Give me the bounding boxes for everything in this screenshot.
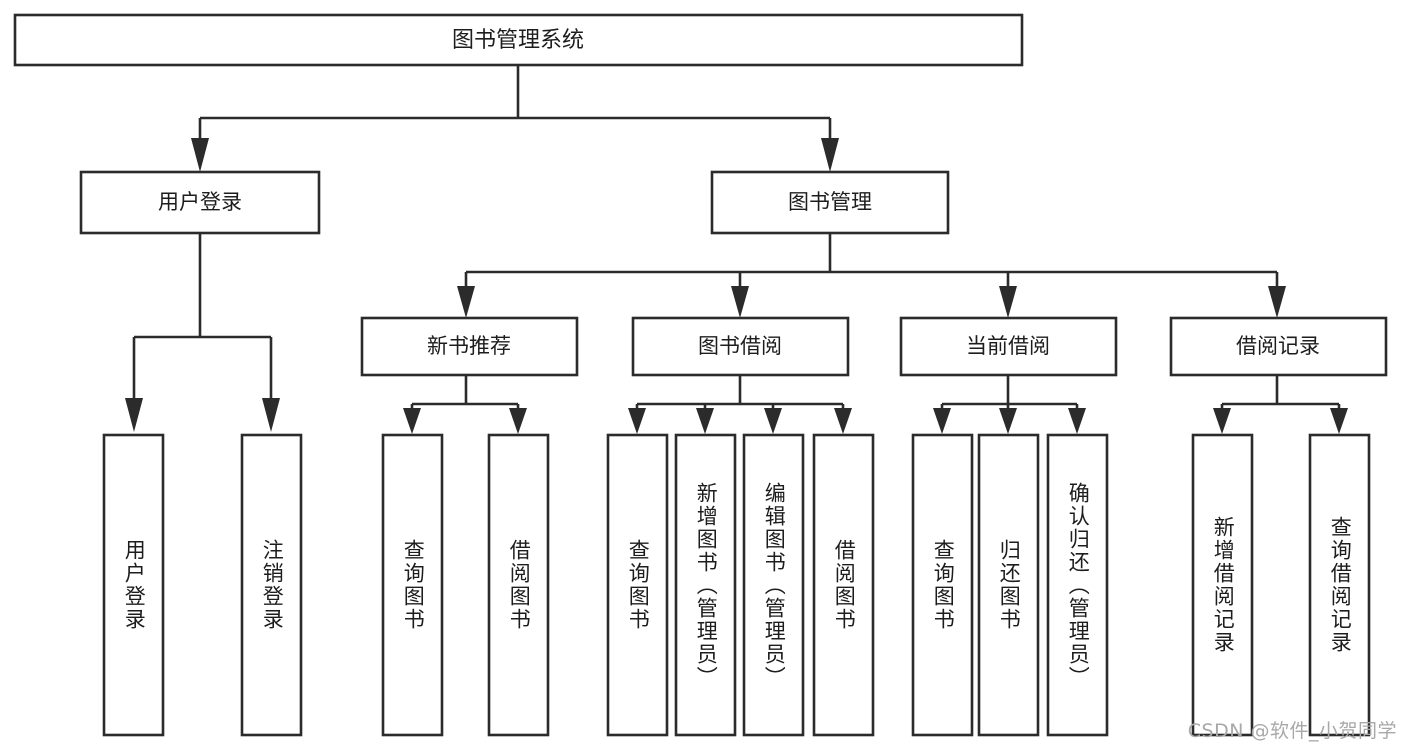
node-root-book-management-system[interactable]	[13, 13, 1024, 67]
node-leaf-bb-add-book-admin[interactable]	[674, 433, 737, 737]
arrow-head-bb-leaf-1	[628, 408, 646, 434]
arrow-head-book-borrow	[731, 286, 749, 318]
node-book-management[interactable]	[710, 170, 950, 235]
arrow-head-borrow-record	[1268, 286, 1286, 318]
node-leaf-nbr-query-book[interactable]	[381, 433, 444, 737]
arrow-head-leaf-user-login	[125, 398, 143, 432]
node-user-login-label: 用户登录	[158, 190, 242, 214]
node-book-borrow-label: 图书借阅	[698, 334, 782, 358]
node-current-borrow-label: 当前借阅	[966, 334, 1050, 358]
node-leaf-cb-query-book[interactable]	[911, 433, 974, 737]
arrow-head-bb-leaf-4	[834, 408, 852, 434]
connector-group-borrow-record	[1213, 375, 1348, 434]
arrow-head-cb-leaf-3	[1068, 408, 1086, 434]
node-current-borrow[interactable]	[899, 316, 1118, 377]
arrow-head-user-login	[191, 138, 209, 172]
node-leaf-user-login[interactable]	[102, 433, 165, 737]
connector-group-user-login	[125, 233, 280, 432]
csdn-watermark: CSDN @软件_小贺同学	[1187, 720, 1397, 742]
node-leaf-cb-confirm-return-admin[interactable]	[1046, 433, 1109, 737]
node-borrow-record[interactable]	[1169, 316, 1388, 377]
node-book-management-label: 图书管理	[788, 190, 872, 214]
arrow-head-br-leaf-2	[1330, 408, 1348, 434]
arrow-head-nbr-leaf-1	[403, 408, 421, 434]
connector-group-new-book-rec	[403, 375, 527, 434]
arrow-head-cb-leaf-1	[933, 408, 951, 434]
connector-group-current-borrow	[933, 375, 1086, 434]
node-leaf-nbr-borrow-book[interactable]	[487, 433, 550, 737]
node-leaf-bb-query-book[interactable]	[606, 433, 669, 737]
arrow-head-current-borrow	[999, 286, 1017, 318]
node-leaf-bb-edit-book-admin[interactable]	[742, 433, 805, 737]
node-new-book-recommend[interactable]	[360, 316, 579, 377]
node-leaf-br-add-record[interactable]	[1191, 433, 1254, 737]
node-leaf-br-query-record[interactable]	[1308, 433, 1371, 737]
node-leaf-cb-return-book[interactable]	[977, 433, 1040, 737]
connector-group-book-borrow	[628, 375, 852, 434]
arrow-head-new-book-rec	[457, 286, 475, 318]
arrow-head-leaf-logout	[262, 398, 280, 432]
arrow-head-bb-leaf-3	[764, 408, 782, 434]
node-book-borrow[interactable]	[631, 316, 850, 377]
node-leaf-bb-borrow-book[interactable]	[812, 433, 875, 737]
arrow-head-br-leaf-1	[1213, 408, 1231, 434]
node-borrow-record-label: 借阅记录	[1236, 334, 1320, 358]
arrow-head-book-manage	[821, 138, 839, 172]
connector-group-book-manage	[457, 233, 1286, 318]
connector-group-root	[191, 65, 839, 172]
node-new-book-recommend-label: 新书推荐	[427, 334, 511, 358]
node-root-label: 图书管理系统	[452, 28, 584, 53]
arrow-head-nbr-leaf-2	[509, 408, 527, 434]
arrow-head-cb-leaf-2	[999, 408, 1017, 434]
arrow-head-bb-leaf-2	[696, 408, 714, 434]
node-leaf-logout-login[interactable]	[240, 433, 303, 737]
node-user-login[interactable]	[79, 170, 321, 235]
